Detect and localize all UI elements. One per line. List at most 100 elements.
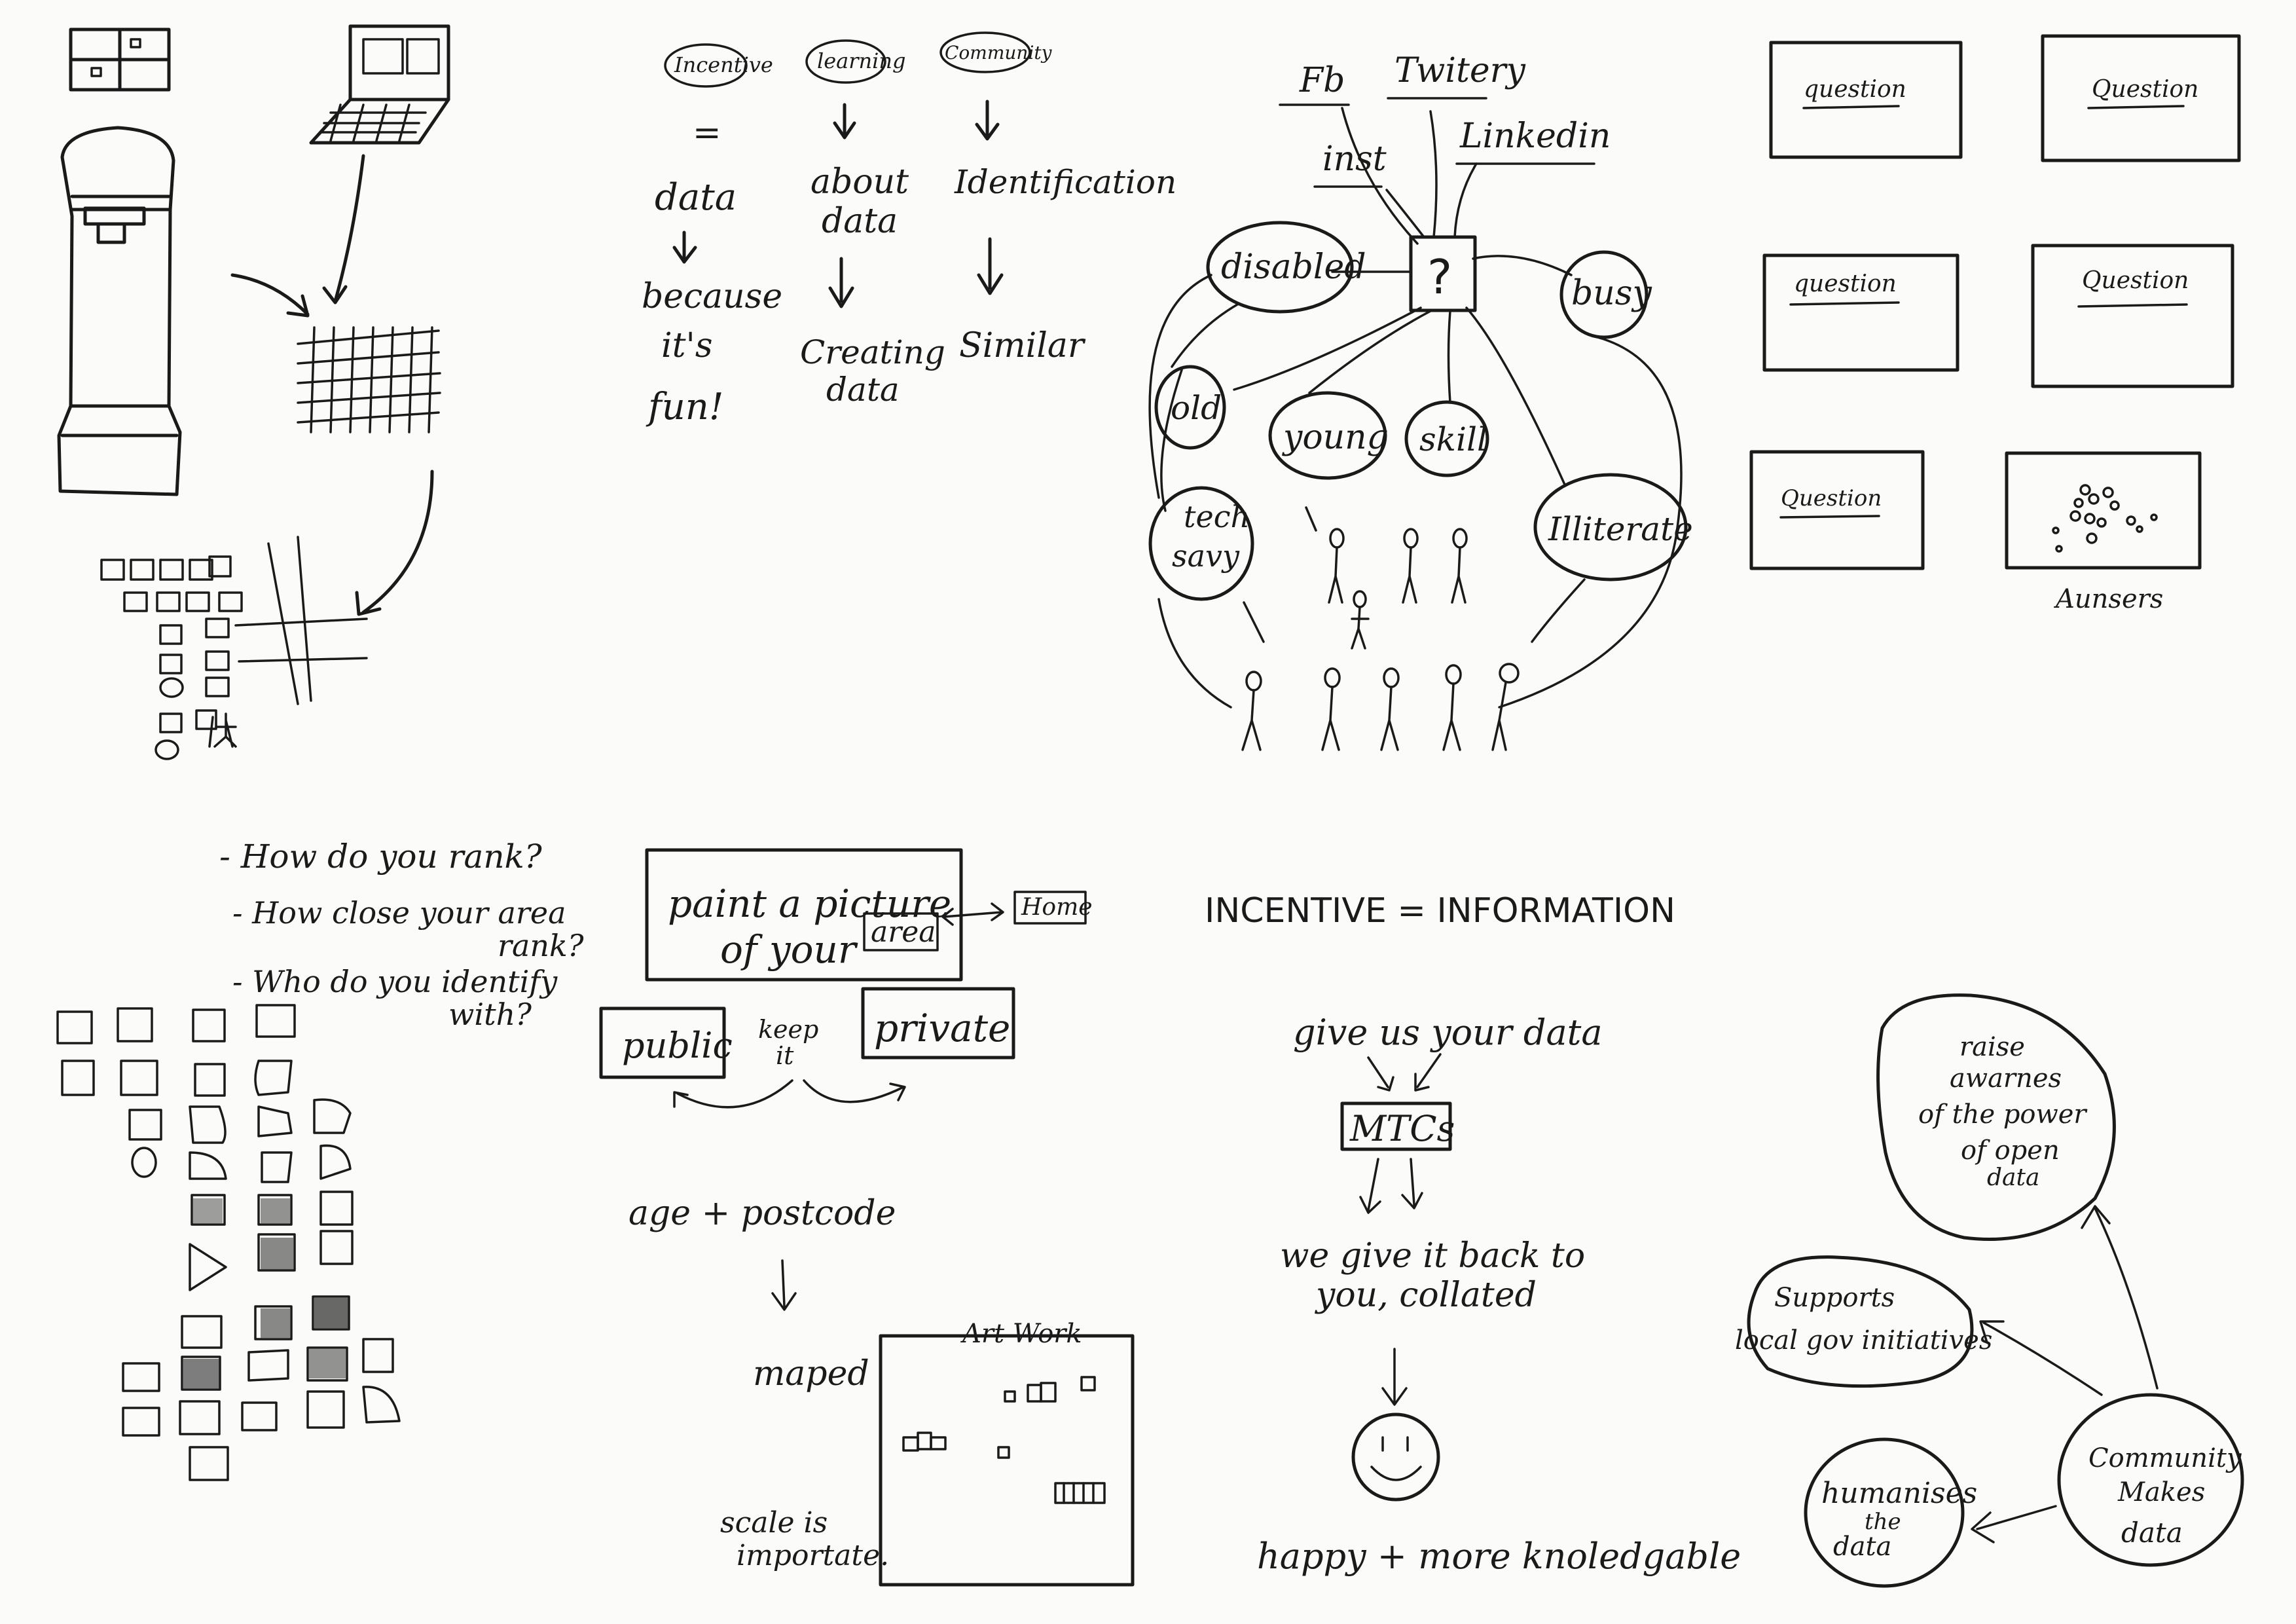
cloud-community: Community [945,42,1053,64]
mtcs-box: MTCs [1349,1108,1455,1149]
postbox-icon [57,126,182,496]
equals-sign: = [693,113,721,153]
community-line-1: Community [2088,1443,2242,1473]
arrow-to-public [673,1079,793,1109]
rank-question-2b: rank? [498,928,584,963]
network-fb: Fb [1299,61,1345,100]
artwork-title: Art Work [960,1319,1082,1349]
home-box: Home [1021,894,1093,921]
group-illiterate: Illiterate [1548,510,1693,548]
arrow-laptop-to-grid [322,154,365,304]
question-card-1: question [1804,76,1906,103]
scale-line-2: importate. [737,1539,889,1572]
arrow-down-icon [672,231,697,264]
keep-label: keep [758,1015,818,1044]
it-label: it [776,1041,794,1070]
give-us-data: give us your data [1293,1012,1603,1053]
arrow-down-icon [977,237,1004,295]
social-diagram: Fb Twitery inst Linkedin ? disabled busy… [1148,51,1693,751]
squares-grid-small [100,536,368,760]
because-line-3: fun! [646,386,723,428]
artwork-buildings [902,1376,1106,1504]
incentive-title: INCENTIVE = INFORMATION [1205,891,1675,931]
arrow-to-raise [2081,1205,2159,1390]
ranking-questions: - How do you rank? - How close your area… [219,838,584,1032]
group-tech: tech [1184,499,1250,534]
maped-label: maped [753,1354,869,1393]
because-line-2: it's [661,326,713,365]
arrow-to-private [803,1079,906,1103]
private-box: private [874,1006,1010,1050]
humanises-line-2: the [1865,1509,1901,1535]
cycle-diagram: raise awarnes of the power of open data … [1735,993,2244,1588]
question-card-3: question [1794,270,1897,297]
cloud-learning: learning [817,48,905,73]
answers-caption: Aunsers [2053,584,2163,614]
giveback-line-1: we give it back to [1280,1236,1585,1276]
data-label: data [655,176,737,219]
because-line-1: because [642,277,782,316]
artwork-frame [879,1334,1135,1587]
rank-question-2: - How close your area [232,895,566,931]
group-skill: skill [1419,420,1487,458]
squares-grid-large [56,1004,401,1481]
supports-line-1: Supports [1774,1283,1895,1313]
concept-clouds: Incentive learning Community [664,31,1053,88]
about-line-1: about [811,162,909,202]
creating-line-2: data [826,371,900,409]
humanises-line-1: humanises [1821,1477,1977,1510]
arrow-down-icon [771,1259,797,1311]
arrow-to-supports [1979,1320,2103,1396]
network-linkedin: Linkedin [1459,117,1611,156]
arrow-to-humanises [1971,1505,2057,1543]
arrow-down-icon [975,100,1000,141]
arrow-postbox-to-grid [230,273,310,318]
laptop-icon [309,24,450,145]
raise-line-4: of open [1961,1135,2060,1166]
incentive-section: INCENTIVE = INFORMATION give us your dat… [1205,891,1741,1577]
paint-line-1: paint a picture [668,881,951,926]
group-young: young [1282,418,1389,457]
arrow-down-icon [833,103,856,139]
question-card-2: Question [2092,76,2198,103]
group-busy: busy [1571,274,1652,313]
age-postcode: age + postcode [629,1194,896,1233]
public-box: public [622,1025,733,1066]
raise-line-3: of the power [1918,1099,2088,1130]
paint-picture-section: paint a picture of your area Home public… [599,848,1135,1587]
paint-line-2: of your [720,927,858,972]
creating-line-1: Creating [800,333,945,371]
group-savy: savy [1172,538,1240,574]
cloud-incentive: Incentive [674,52,773,77]
double-arrow-icon [941,902,1004,926]
rank-question-3: - Who do you identify [232,964,558,999]
similar-label: Similar [959,326,1086,365]
giveback-line-2: you, collated [1315,1276,1537,1315]
question-box [1409,235,1477,312]
rank-question-3b: with? [448,997,532,1032]
question-card-4: Question [2082,267,2189,294]
question-cards: question Question question Question Ques… [1749,34,2241,614]
humanises-line-3: data [1833,1532,1891,1562]
supports-line-2: local gov initiatives [1735,1325,1992,1356]
group-disabled: disabled [1221,248,1366,287]
rank-question-1: - How do you rank? [219,838,543,876]
window-icon [69,28,171,92]
question-card-5: Question [1781,485,1882,511]
raise-line-1: raise [1959,1032,2025,1062]
raise-line-5: data [1987,1164,2039,1191]
stick-figures [1241,528,1520,751]
group-old: old [1171,389,1222,427]
community-line-2: Makes [2117,1477,2205,1507]
arrow-down-icon [1381,1348,1408,1406]
scale-line-1: scale is [720,1506,828,1540]
question-mark: ? [1427,249,1452,304]
arrow-down-icon [828,257,854,308]
arrow-grid-to-map [355,470,434,616]
community-line-3: data [2121,1517,2183,1549]
about-line-2: data [822,202,898,241]
raise-line-2: awarnes [1950,1063,2062,1094]
happy-label: happy + more knoledgable [1257,1536,1741,1577]
